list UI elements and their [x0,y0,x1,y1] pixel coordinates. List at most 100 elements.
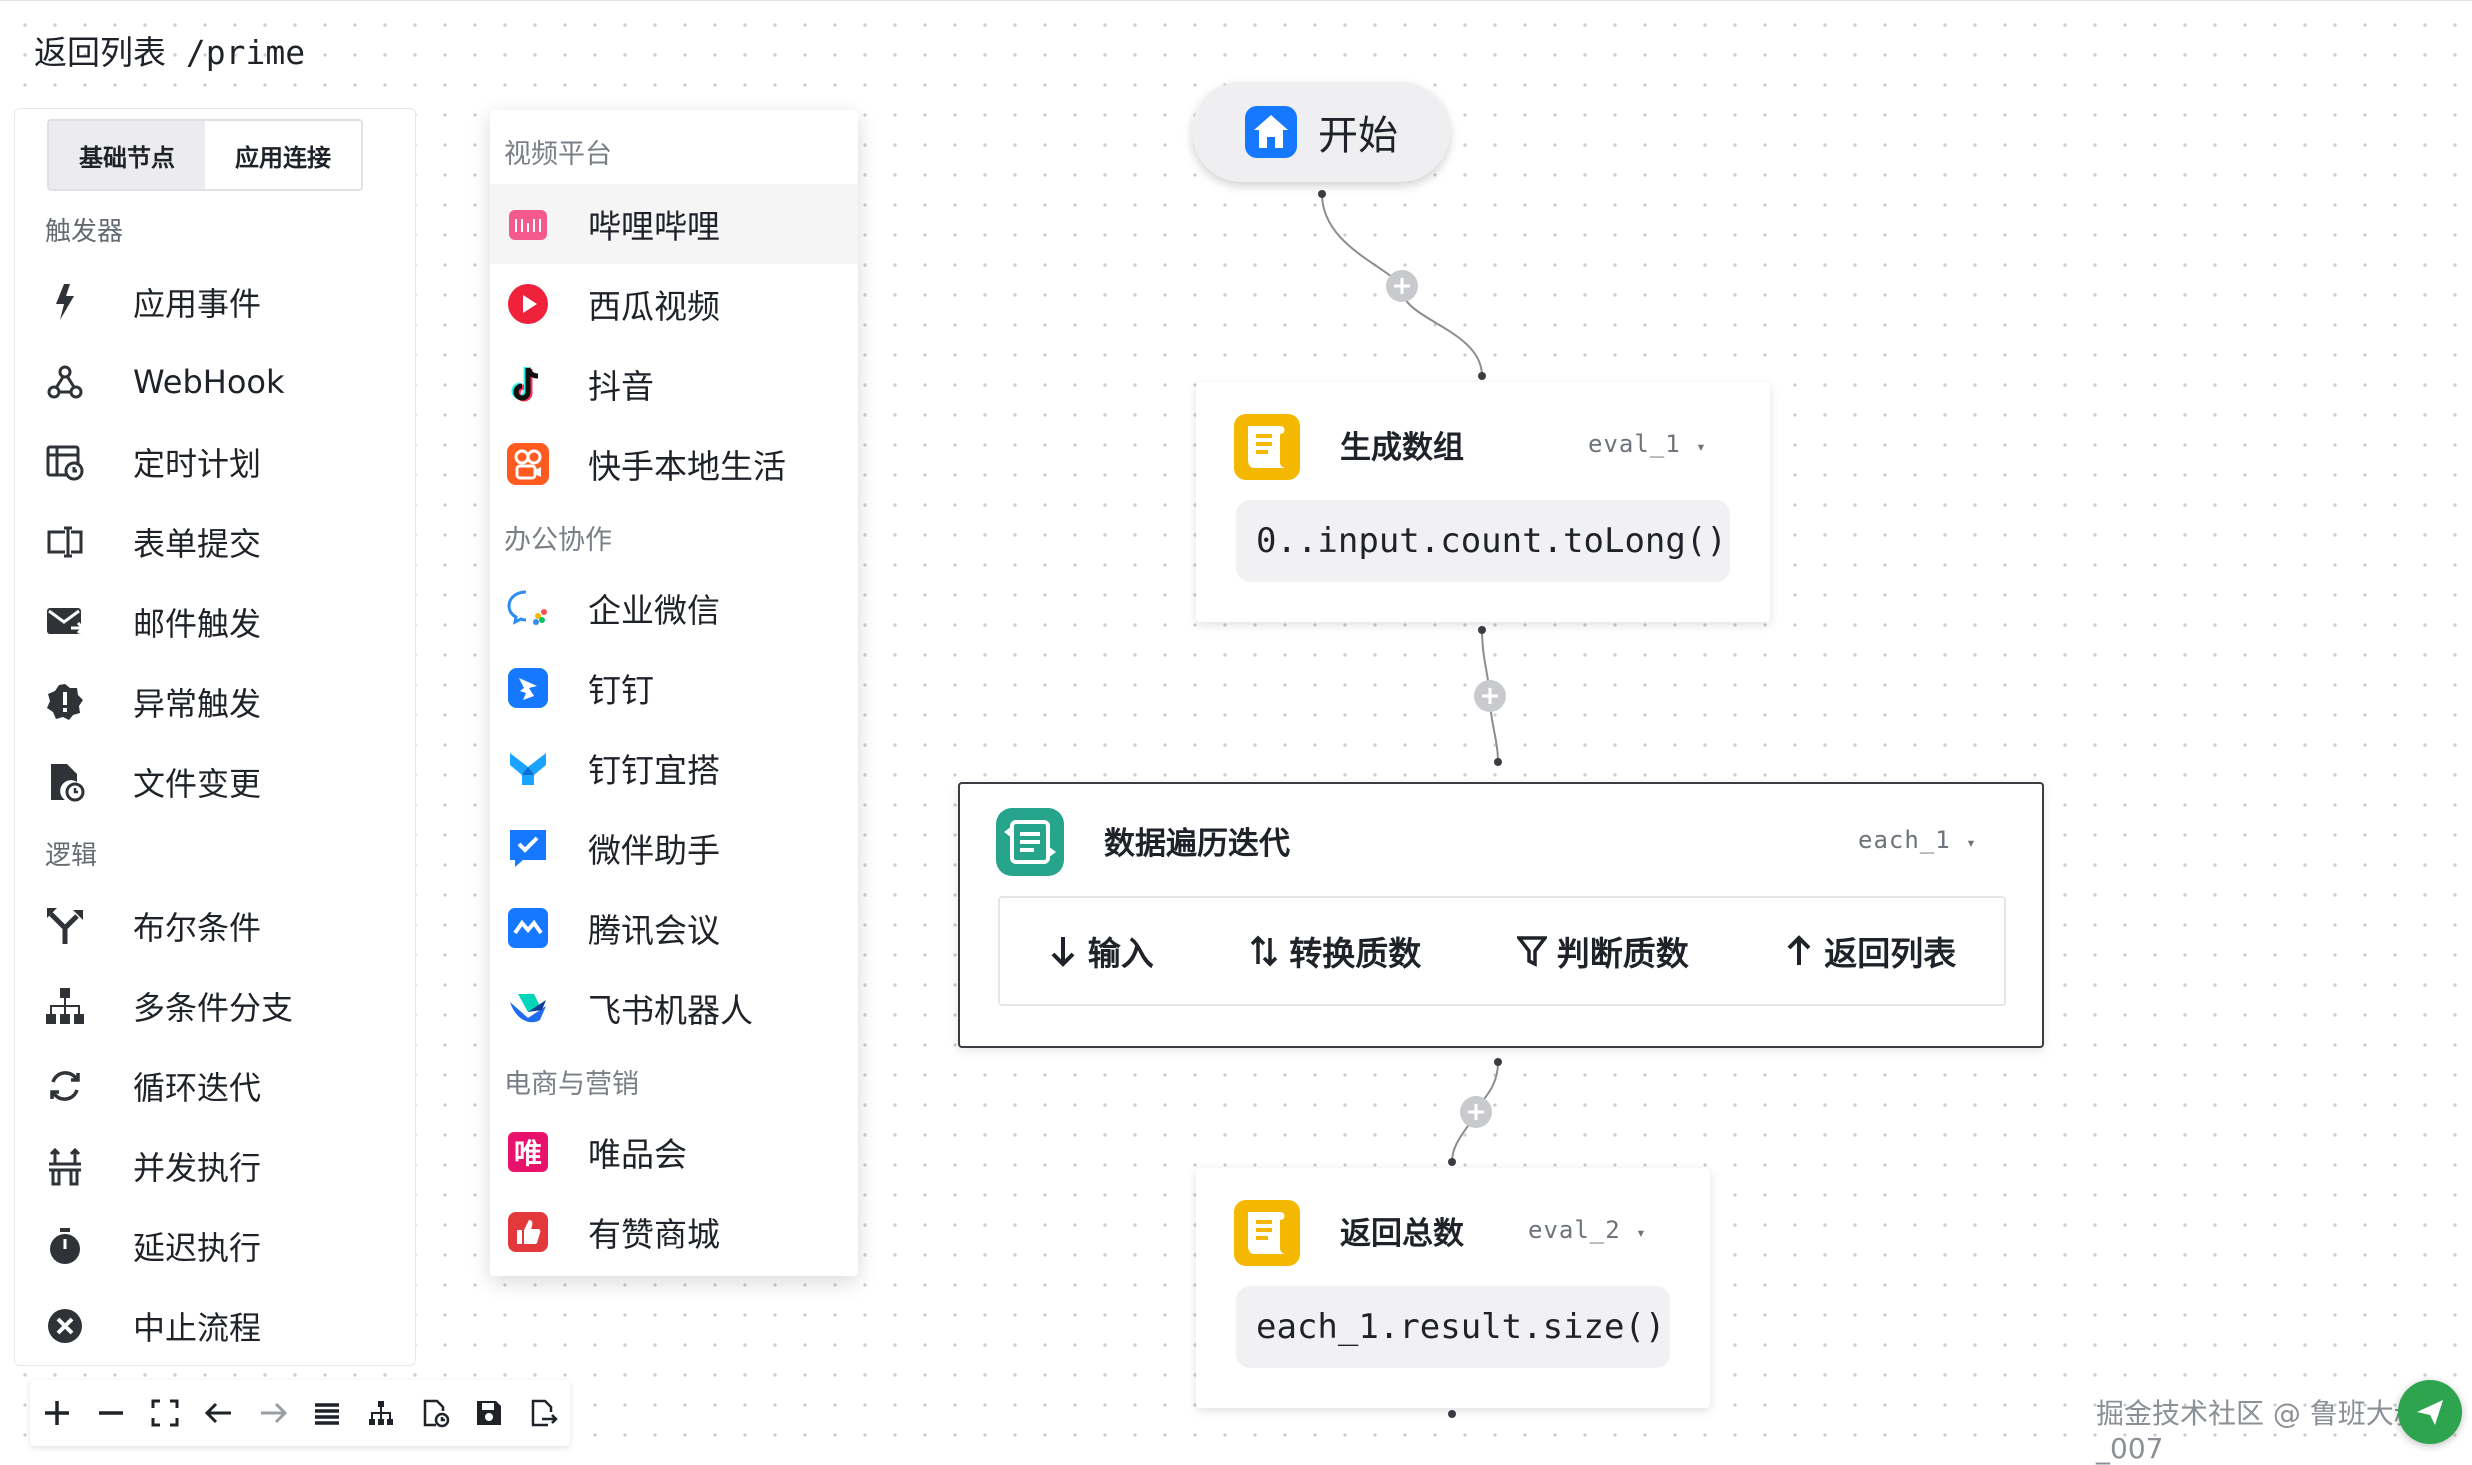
alert-badge-icon [45,682,85,722]
form-input-icon [45,522,85,562]
palette-item-multi-branch[interactable]: 多条件分支 [45,975,405,1037]
menu-section-ecommerce: 电商与营销 [504,1069,639,1100]
redo-icon[interactable] [252,1392,294,1434]
sitemap-icon [45,986,85,1026]
item-label: 多条件分支 [133,989,294,1027]
auto-layout-icon[interactable] [360,1392,402,1434]
menu-item-label: 哔哩哔哩 [588,207,720,246]
item-label: 循环迭代 [133,1069,262,1107]
step-label: 转换质数 [1289,934,1422,973]
home-icon [1245,106,1297,158]
assistant-button[interactable] [2398,1380,2462,1444]
caret-down-icon: ▾ [1696,437,1707,456]
menu-item-tencent-meeting[interactable]: 腾讯会议 [490,888,858,968]
menu-item-yida[interactable]: 钉钉宜搭 [490,728,858,808]
save-icon[interactable] [468,1392,510,1434]
yida-icon [506,746,550,790]
palette-item-boolean[interactable]: 布尔条件 [45,895,405,957]
menu-item-label: 飞书机器人 [588,991,753,1030]
menu-item-wecom[interactable]: 企业微信 [490,568,858,648]
route-path: /prime [185,33,306,72]
back-to-list-link[interactable]: 返回列表 /prime [34,26,305,74]
palette-item-delay[interactable]: 延迟执行 [45,1215,405,1277]
close-circle-icon [45,1306,85,1346]
tab-basic-nodes[interactable]: 基础节点 [49,121,205,189]
node-palette: 基础节点 应用连接 触发器 应用事件 WebHook 定时计划 表单提交 [14,108,416,1366]
palette-item-webhook[interactable]: WebHook [45,351,405,413]
node-id-dropdown[interactable]: eval_1 ▾ [1588,430,1707,458]
loop-icon [45,1066,85,1106]
node-expression[interactable]: 0..input.count.toLong() [1236,500,1730,582]
zoom-out-icon[interactable] [90,1392,132,1434]
item-label: 表单提交 [133,525,262,563]
node-generate-array[interactable]: 生成数组 eval_1 ▾ 0..input.count.toLong() [1196,382,1770,622]
menu-item-vip[interactable]: 唯 唯品会 [490,1112,858,1192]
start-node[interactable]: 开始 [1192,82,1450,182]
start-label: 开始 [1318,113,1398,159]
menu-item-dingtalk[interactable]: 钉钉 [490,648,858,728]
node-id: each_1 [1858,826,1951,854]
menu-item-kuaishou[interactable]: 快手本地生活 [490,424,858,504]
iteration-steps: 输入 转换质数 判断质数 返回列表 [998,896,2006,1006]
palette-item-schedule[interactable]: 定时计划 [45,431,405,493]
zoom-in-icon[interactable] [36,1392,78,1434]
fit-view-icon[interactable] [144,1392,186,1434]
list-view-icon[interactable] [306,1392,348,1434]
menu-section-office: 办公协作 [504,525,612,556]
node-data-iteration[interactable]: 数据遍历迭代 each_1 ▾ 输入 转换质数 判断质数 返回列表 [958,782,2044,1048]
item-label: 布尔条件 [133,909,262,947]
palette-item-exception[interactable]: 异常触发 [45,671,405,733]
step-return-list[interactable]: 返回列表 [1784,927,1956,975]
bilibili-icon [506,202,550,246]
undo-icon[interactable] [198,1392,240,1434]
tab-app-connections[interactable]: 应用连接 [205,121,361,189]
step-input[interactable]: 输入 [1048,927,1154,975]
fork-icon [45,906,85,946]
step-label: 返回列表 [1824,934,1957,973]
palette-item-parallel[interactable]: 并发执行 [45,1135,405,1197]
douyin-icon [506,362,550,406]
export-file-icon[interactable] [522,1392,564,1434]
palette-item-abort[interactable]: 中止流程 [45,1295,405,1357]
send-icon [2417,1400,2443,1425]
arrow-down-icon [1051,937,1075,967]
file-change-icon [45,762,85,802]
menu-item-feishu[interactable]: 飞书机器人 [490,968,858,1048]
menu-item-bilibili[interactable]: 哔哩哔哩 [490,184,858,264]
node-id-dropdown[interactable]: eval_2 ▾ [1528,1216,1647,1244]
script-icon [1234,414,1300,480]
step-convert-prime[interactable]: 转换质数 [1249,927,1421,975]
menu-item-label: 有赞商城 [588,1215,720,1254]
node-id-dropdown[interactable]: each_1 ▾ [1858,826,1977,854]
node-id: eval_1 [1588,430,1681,458]
item-label: 文件变更 [133,765,262,803]
canvas-toolbar [30,1380,570,1446]
calendar-clock-icon [45,442,85,482]
node-title: 返回总数 [1340,1216,1464,1252]
node-expression[interactable]: each_1.result.size() [1236,1286,1670,1368]
file-history-icon[interactable] [414,1392,456,1434]
menu-item-weiban[interactable]: 微伴助手 [490,808,858,888]
app-connection-menu: 视频平台 哔哩哔哩 西瓜视频 抖音 快手本地生活 办公协作 [490,110,858,1276]
node-return-total[interactable]: 返回总数 eval_2 ▾ each_1.result.size() [1196,1168,1710,1408]
menu-item-youzan[interactable]: 有赞商城 [490,1192,858,1272]
menu-item-douyin[interactable]: 抖音 [490,344,858,424]
node-title: 数据遍历迭代 [1104,826,1290,862]
palette-item-mail-trigger[interactable]: 邮件触发 [45,591,405,653]
menu-item-xigua[interactable]: 西瓜视频 [490,264,858,344]
item-label: 中止流程 [133,1309,262,1347]
palette-item-loop[interactable]: 循环迭代 [45,1055,405,1117]
palette-item-app-event[interactable]: 应用事件 [45,271,405,333]
menu-item-label: 企业微信 [588,591,720,630]
menu-item-label: 钉钉宜搭 [588,751,720,790]
item-label: WebHook [133,363,285,401]
palette-item-form-submit[interactable]: 表单提交 [45,511,405,573]
palette-item-file-change[interactable]: 文件变更 [45,751,405,813]
vip-icon-glyph: 唯 [508,1132,548,1172]
wecom-icon [506,586,550,630]
step-label: 判断质数 [1556,934,1689,973]
script-icon [1234,1200,1300,1266]
kuaishou-icon [506,442,550,486]
step-check-prime[interactable]: 判断质数 [1516,927,1689,975]
